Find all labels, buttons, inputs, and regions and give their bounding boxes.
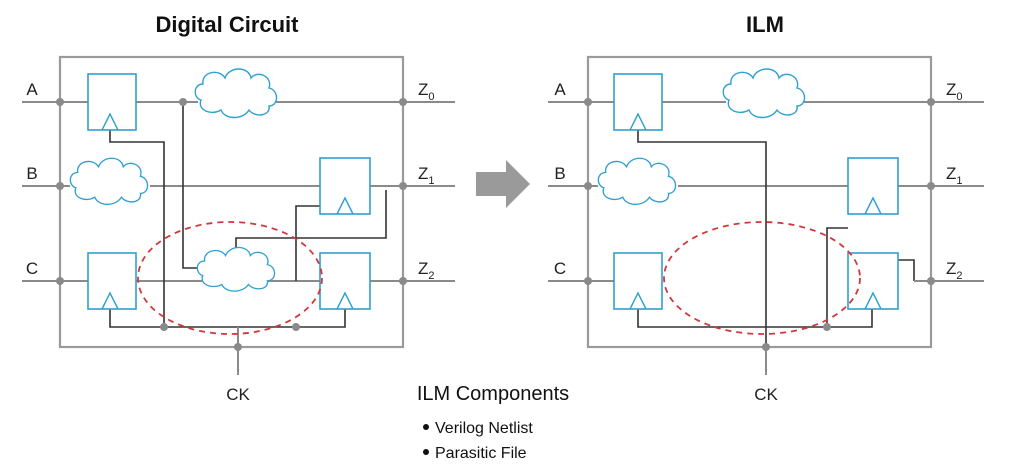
ilm-logic-cloud-top [722, 68, 806, 119]
logic-cloud-middle [69, 157, 149, 205]
ilm-logic-cloud-middle [597, 157, 677, 205]
legend-item-verilog-netlist: Verilog Netlist [435, 420, 533, 437]
right-clock-label: CK [754, 385, 778, 404]
flipflop-a [87, 73, 137, 131]
interface-logic-boundary [137, 221, 323, 335]
left-input-b: B [26, 164, 37, 183]
left-clock-label: CK [226, 385, 250, 404]
transform-arrow-icon [476, 160, 530, 208]
left-panel-title: Digital Circuit [155, 12, 299, 37]
left-panel: Digital Circuit [22, 12, 455, 404]
ilm-wire-ff-a-clk [637, 126, 767, 347]
left-input-c: C [26, 259, 38, 278]
left-output-z2: Z2 [418, 259, 435, 282]
ilm-removed-logic-boundary [663, 221, 861, 335]
ilm-flipflop-a [613, 73, 663, 131]
right-output-z1: Z1 [946, 164, 963, 187]
bullet-icon [423, 449, 429, 455]
logic-cloud-top [194, 68, 278, 119]
ilm-wire-ff-z2-out [898, 259, 915, 281]
right-input-b: B [554, 164, 565, 183]
right-block-boundary [586, 55, 933, 349]
right-panel-title: ILM [746, 12, 784, 37]
wire-fanout [182, 102, 200, 269]
wire-clock-bus [109, 304, 346, 328]
left-output-z0: Z0 [418, 80, 435, 103]
left-input-a: A [26, 80, 38, 99]
left-block-boundary [58, 55, 405, 349]
flipflop-z2 [319, 252, 371, 310]
right-input-a: A [554, 80, 566, 99]
ilm-flipflop-z2 [847, 252, 899, 310]
right-output-z0: Z0 [946, 80, 963, 103]
bullet-icon [423, 424, 429, 430]
left-output-z1: Z1 [418, 164, 435, 187]
wire-ff-z1-in [295, 205, 320, 281]
ilm-components-legend: ILM Components Verilog Netlist Parasitic… [417, 383, 569, 462]
legend-item-parasitic-file: Parasitic File [435, 445, 527, 462]
logic-cloud-bottom [196, 246, 276, 292]
ilm-flipflop-c [613, 252, 663, 310]
ilm-flipflop-z1 [847, 157, 899, 215]
right-panel: ILM [548, 12, 984, 404]
flipflop-z1 [319, 157, 371, 215]
ilm-wire-ff-z1-clk [826, 227, 848, 327]
wire-ff-a-clk [109, 126, 165, 327]
legend-title: ILM Components [417, 383, 569, 405]
right-output-z2: Z2 [946, 259, 963, 282]
right-input-c: C [554, 259, 566, 278]
flipflop-c [87, 252, 137, 310]
ilm-wire-clock-bus [637, 304, 873, 328]
